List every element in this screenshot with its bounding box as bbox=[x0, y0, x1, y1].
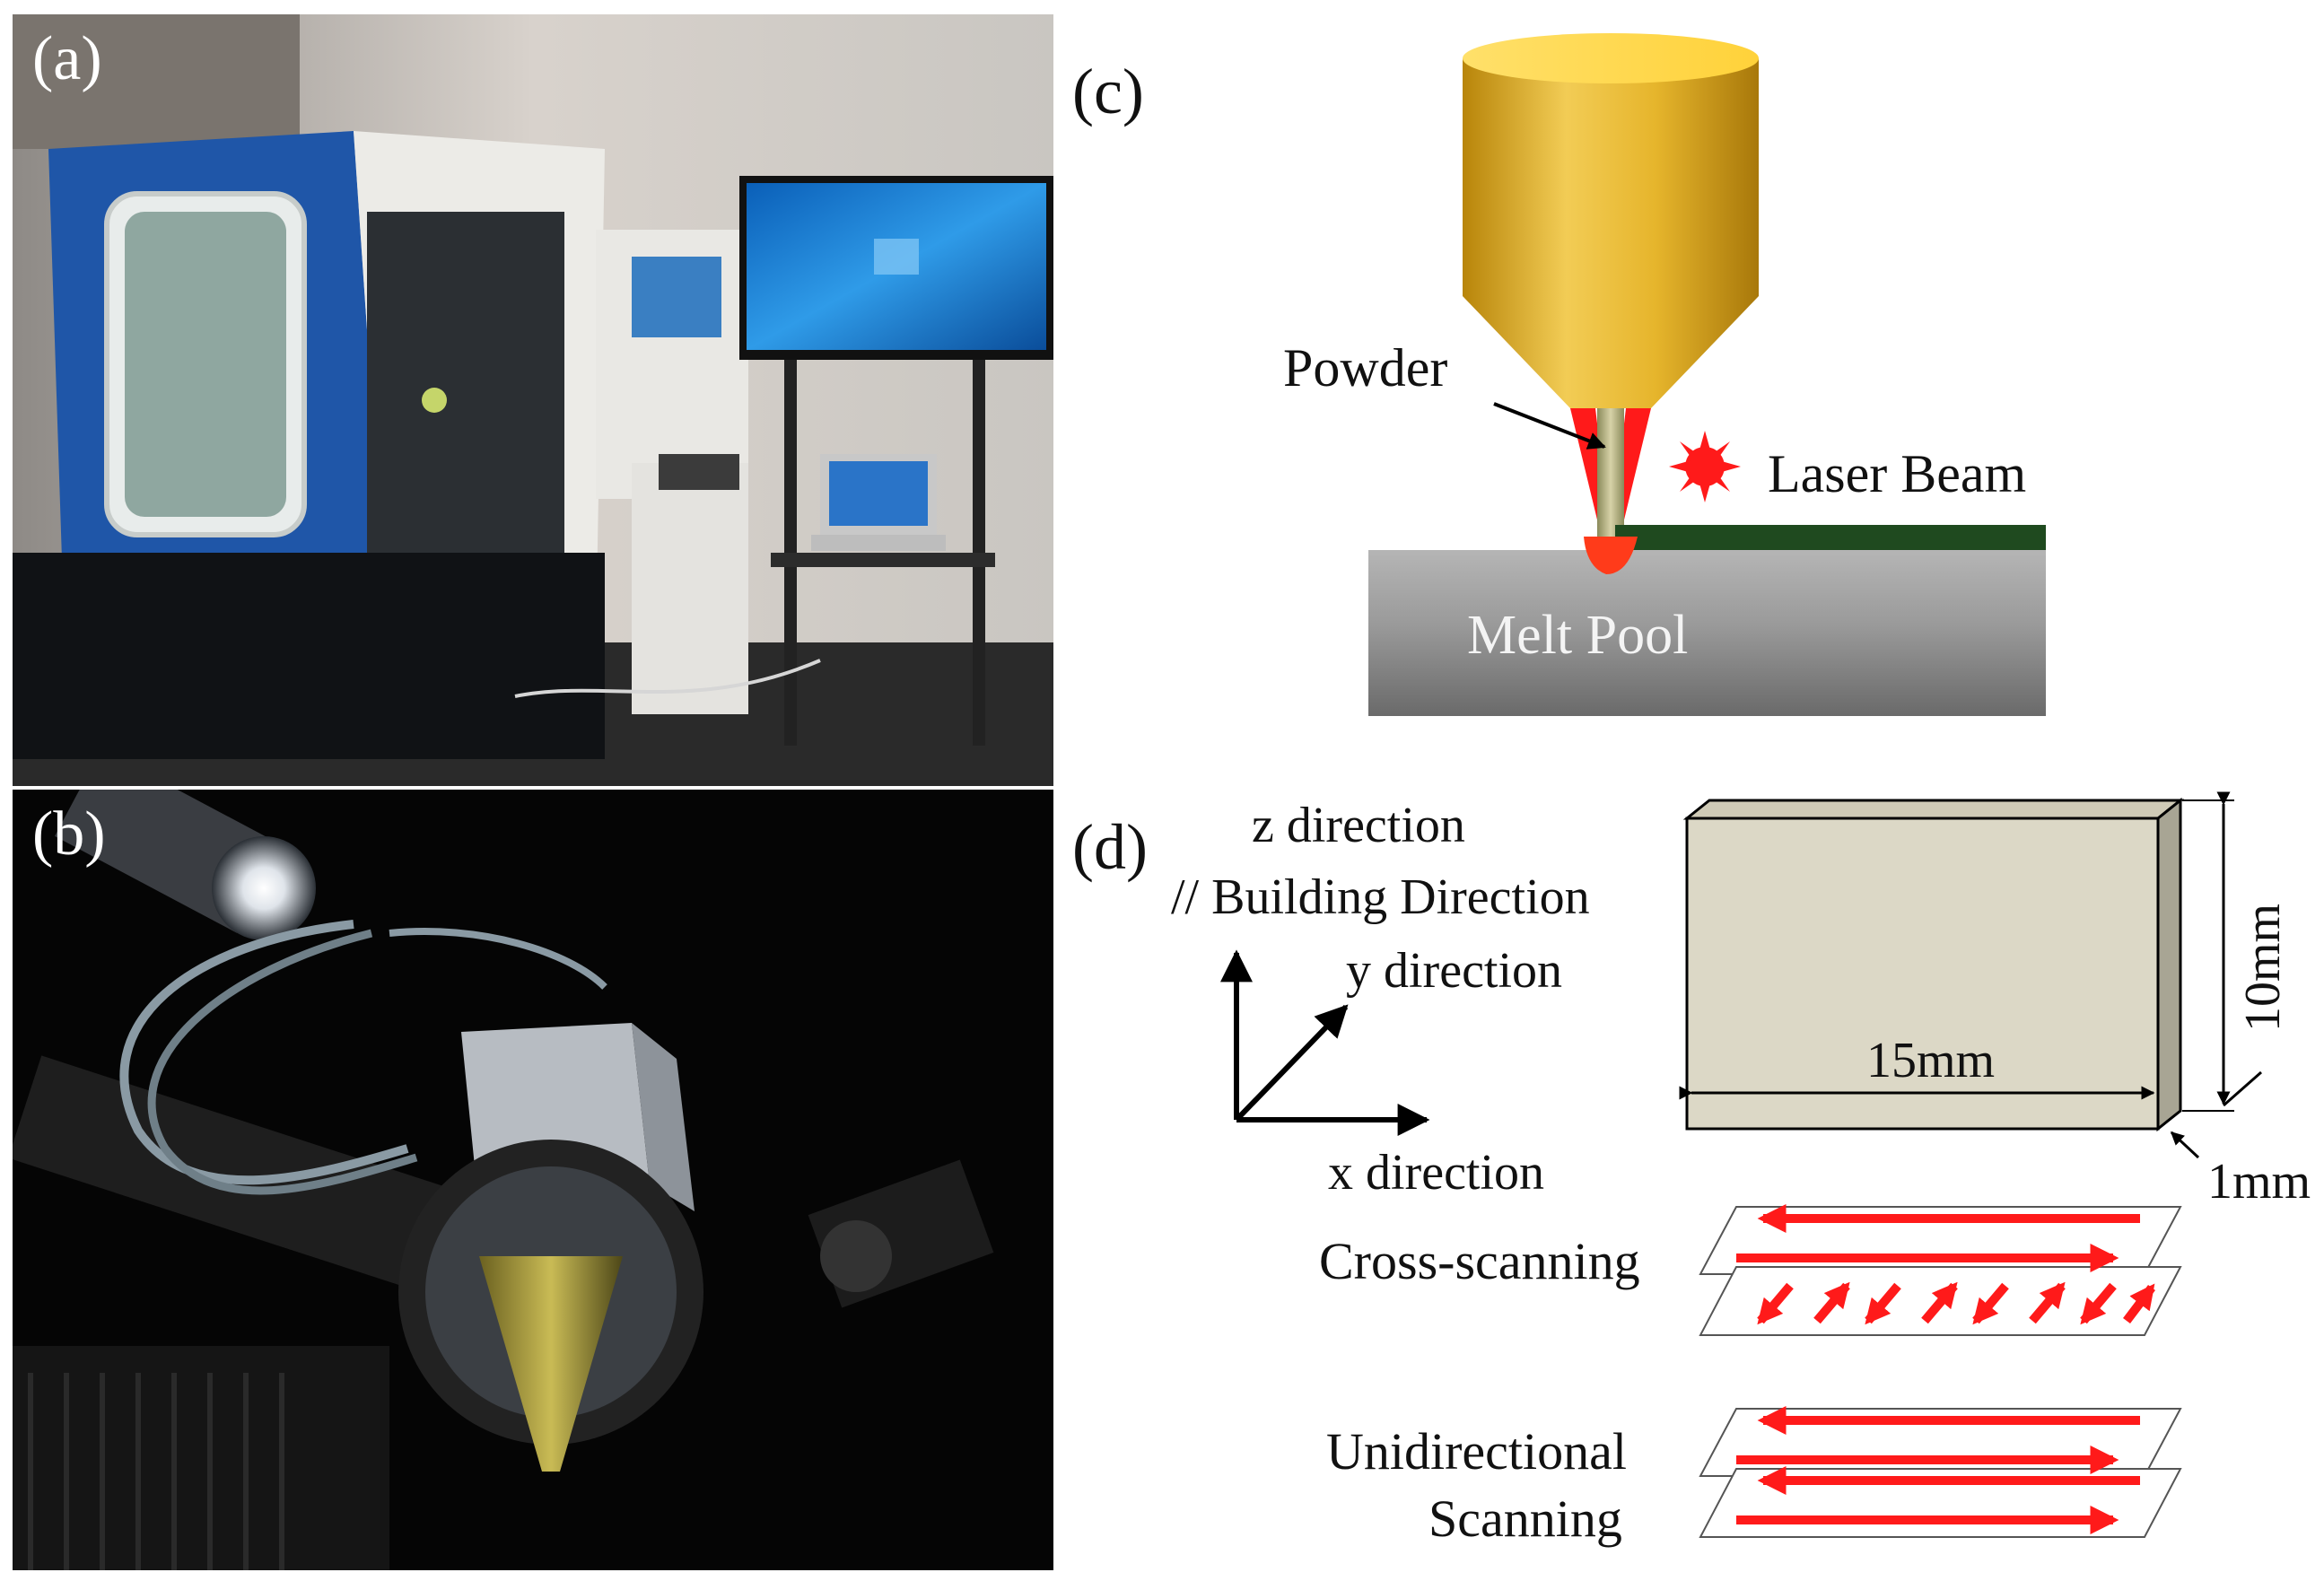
scan-arrow bbox=[2123, 1283, 2155, 1324]
nozzle-cylinder bbox=[1463, 58, 1759, 296]
unidirectional-label-line1: Unidirectional bbox=[1326, 1422, 1627, 1481]
unidirectional-scanning-diagram bbox=[1699, 1405, 2182, 1538]
photo-nozzle-drawing bbox=[13, 790, 1053, 1570]
scan-arrow bbox=[1757, 1282, 1794, 1325]
building-direction-label: // Building Direction bbox=[1171, 869, 1590, 925]
scan-arrow bbox=[2080, 1282, 2117, 1325]
photo-nozzle-head: (b) bbox=[13, 790, 1053, 1570]
panel-b-label: (b) bbox=[32, 799, 106, 869]
scan-arrow bbox=[1972, 1282, 2009, 1325]
y-direction-label: y direction bbox=[1346, 943, 1562, 999]
thickness-dimension-line bbox=[2170, 1131, 2200, 1159]
deposited-track bbox=[1615, 525, 2046, 550]
scan-arrow bbox=[1865, 1282, 1901, 1325]
melt-pool-label: Melt Pool bbox=[1467, 605, 1688, 666]
cross-scanning-label: Cross-scanning bbox=[1319, 1232, 1640, 1290]
laser-beam-label: Laser Beam bbox=[1768, 444, 2026, 503]
scan-arrow bbox=[2029, 1281, 2066, 1324]
nozzle-cone bbox=[1463, 296, 1759, 408]
height-dimension-label: 10mm bbox=[2235, 904, 2291, 1032]
substrate bbox=[1368, 550, 2046, 716]
z-direction-label: z direction bbox=[1252, 798, 1465, 853]
panel-c-label: (c) bbox=[1072, 56, 1144, 127]
cross-scanning-diagram bbox=[1699, 1203, 2182, 1336]
specimen-block bbox=[1682, 797, 2185, 1132]
y-axis-arrow bbox=[1234, 1004, 1349, 1122]
powder-label: Powder bbox=[1283, 338, 1447, 397]
panel-d-specimen-scanning-schematic: (d) z direction // Building Direction y … bbox=[1072, 791, 2311, 1548]
scan-arrow bbox=[1921, 1281, 1958, 1324]
unidirectional-label-line2: Scanning bbox=[1428, 1489, 1622, 1548]
panel-c-laser-deposition-schematic: (c) bbox=[1072, 33, 2046, 716]
width-dimension-label: 15mm bbox=[1866, 1033, 1995, 1088]
coordinate-axes bbox=[1220, 949, 1430, 1136]
thickness-dimension-label: 1mm bbox=[2207, 1154, 2311, 1210]
panel-d-label: (d) bbox=[1072, 811, 1148, 883]
laser-beam-icon bbox=[1669, 431, 1741, 502]
scan-arrow bbox=[1813, 1281, 1850, 1324]
photo-machine: (a) bbox=[13, 14, 1053, 786]
x-direction-label: x direction bbox=[1328, 1145, 1544, 1201]
powder-pointer-arrow bbox=[1493, 402, 1606, 450]
nozzle-top bbox=[1463, 33, 1759, 83]
photo-machine-drawing bbox=[13, 14, 1053, 786]
melt-pool-shape bbox=[1584, 537, 1638, 574]
panel-a-label: (a) bbox=[32, 24, 102, 93]
powder-stream bbox=[1597, 408, 1624, 538]
